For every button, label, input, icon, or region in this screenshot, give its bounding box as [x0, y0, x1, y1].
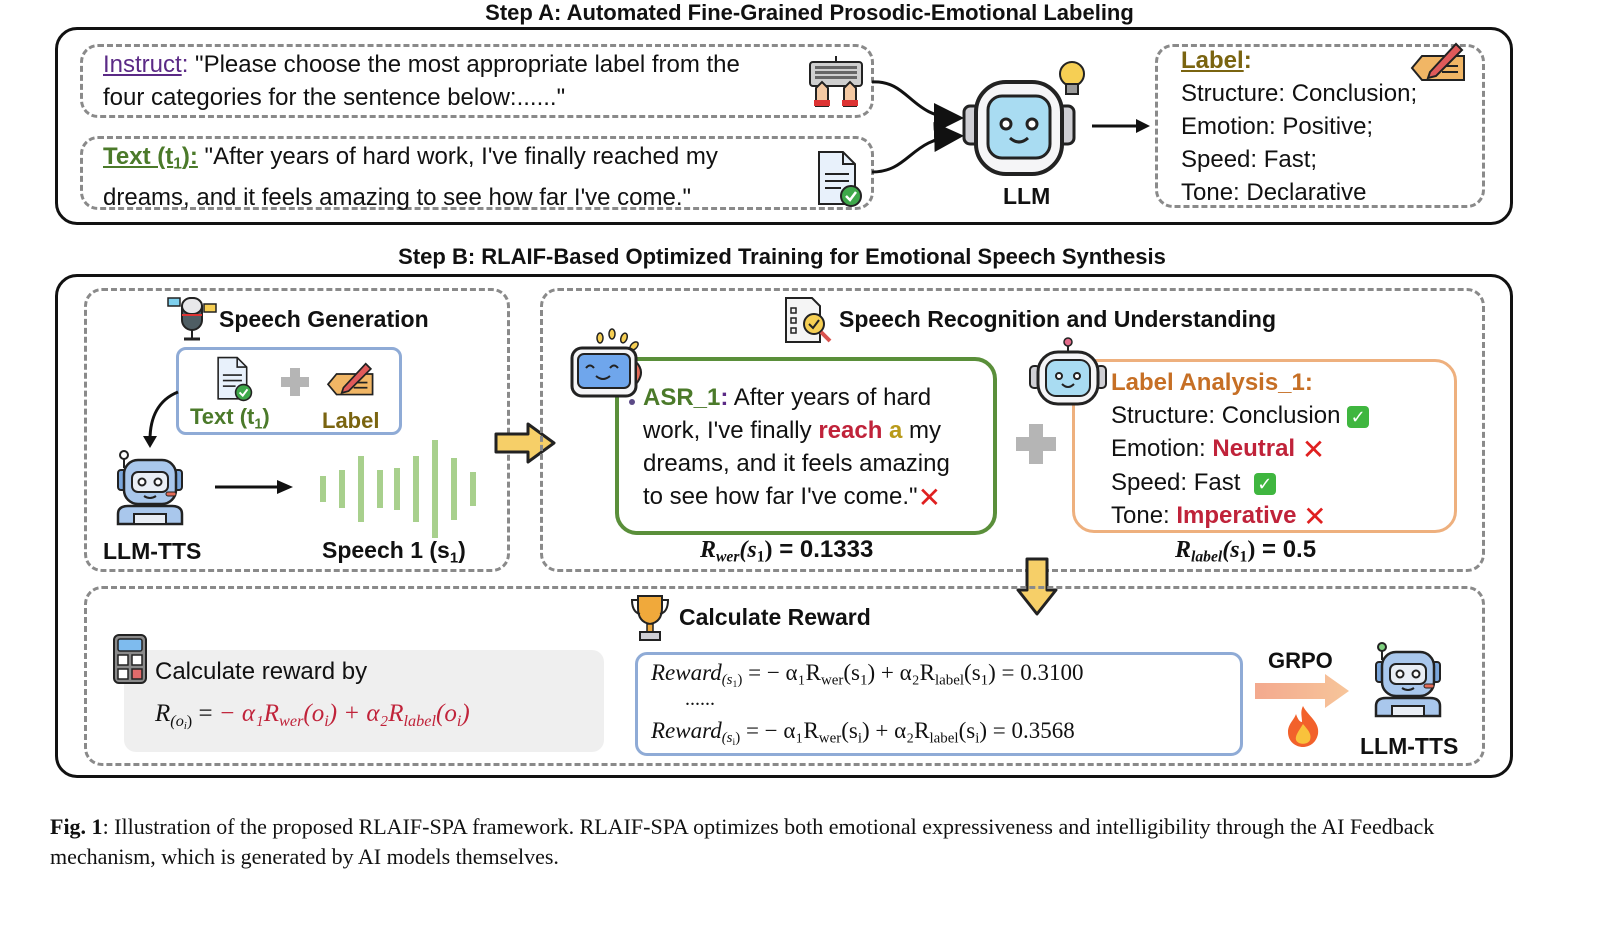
llm-tts-label: LLM-TTS	[103, 538, 202, 564]
analysis-item: Structure: Conclusion ✓	[1111, 402, 1370, 429]
plus-icon	[281, 368, 309, 396]
step-a-title: Step A: Automated Fine-Grained Prosodic-…	[485, 0, 1134, 25]
label-output-title: Label	[1181, 47, 1244, 74]
tts-to-speech-arrow	[215, 480, 293, 494]
llm-tts-robot-icon	[1374, 642, 1442, 718]
asr-line: dreams, and it feels amazing	[643, 450, 950, 477]
speech-recognition-box	[540, 288, 1485, 572]
reward-value: 0.3100	[1020, 660, 1084, 685]
document-check-icon	[818, 151, 862, 207]
label-output-line: Speed: Fast;	[1181, 146, 1318, 173]
instruct-text: Instruct: "Please choose the most approp…	[103, 48, 740, 114]
asr-text: ASR_1: After years of hard work, I've fi…	[643, 381, 950, 514]
calculate-reward-by-label: Calculate reward by	[155, 658, 368, 685]
plus-icon	[1016, 424, 1056, 464]
speech-generation-title: Speech Generation	[219, 306, 429, 332]
r-wer-score: Rwer(s1) = 0.1333	[700, 536, 874, 566]
flow-arrows-to-llm	[871, 80, 964, 174]
figure-number: Fig. 1	[50, 814, 103, 839]
label-analysis-title: Label Analysis_1:	[1111, 369, 1313, 396]
label-output-line: Structure: Conclusion;	[1181, 80, 1418, 107]
cross-icon: ✕	[917, 482, 942, 514]
label-output-colon: :	[1243, 47, 1252, 74]
reward-ellipsis: ......	[685, 688, 715, 710]
analysis-robot-icon	[1029, 337, 1107, 406]
label-output-box	[1155, 44, 1485, 208]
document-magnifier-icon	[785, 297, 832, 343]
calculate-reward-box	[84, 586, 1485, 766]
reward-row: Reward(s1) = − α₁Rwer(s1) + α₂Rlabel(s1)…	[651, 660, 1084, 691]
grpo-label: GRPO	[1268, 648, 1333, 673]
text-t1-label: Text (t1)	[190, 404, 270, 433]
speech-waveform-icon	[320, 440, 476, 538]
text-input-text: Text (t1): "After years of hard work, I'…	[103, 140, 718, 214]
check-icon: ✓	[1253, 472, 1276, 495]
analysis-item: Speed: Fast ✓	[1111, 469, 1276, 496]
asr-line: to see how far I've come."	[643, 483, 918, 510]
check-icon: ✓	[1347, 405, 1370, 428]
llm-tts-label: LLM-TTS	[1360, 733, 1459, 759]
asr-line: work, I've finally	[643, 417, 819, 444]
speech-recognition-title: Speech Recognition and Understanding	[839, 306, 1277, 332]
label-tag-pencil-icon	[326, 362, 374, 396]
reward-formula: R(oi) = − α₁Rwer(oi) + α₂Rlabel(oi)	[155, 700, 470, 733]
step-b-title: Step B: RLAIF-Based Optimized Training f…	[398, 244, 1166, 269]
analysis-item: Tone: Imperative ✕	[1111, 501, 1327, 533]
llm-tts-robot-icon	[116, 450, 184, 526]
r-label-score: Rlabel(s1) = 0.5	[1175, 536, 1317, 566]
instruct-line1: "Please choose the most appropriate labe…	[188, 51, 740, 78]
label-tag-pencil-icon	[1410, 42, 1465, 81]
calculator-icon	[113, 634, 147, 684]
reward-row: Reward(si) = − α₁Rwer(si) + α₂Rlabel(si)…	[651, 718, 1075, 749]
calculate-reward-title: Calculate Reward	[679, 604, 871, 630]
step-a-panel	[55, 27, 1513, 225]
llm-to-label-arrow	[1092, 119, 1150, 133]
label-output-line: Tone: Declarative	[1181, 179, 1367, 206]
text-line2: dreams, and it feels amazing to see how …	[103, 183, 692, 211]
cross-icon: ✕	[1301, 434, 1326, 466]
label-analysis-text: Label Analysis_1: Structure: Conclusion …	[1111, 366, 1370, 533]
asr-result-box	[615, 357, 997, 535]
curved-arrow-to-tts	[143, 390, 179, 448]
instruct-line2: four categories for the sentence below:.…	[103, 84, 566, 111]
label-label: Label	[322, 408, 380, 433]
r-label-value: 0.5	[1282, 536, 1317, 563]
instruct-label: Instruct	[103, 51, 182, 78]
reward-values-box	[635, 652, 1243, 756]
trophy-icon	[630, 595, 670, 641]
label-output-line: Emotion: Positive;	[1181, 113, 1374, 140]
llm-label: LLM	[1003, 183, 1051, 209]
reward-value: 0.3568	[1011, 718, 1075, 743]
speech-1-label: Speech 1 (s1)	[322, 537, 466, 567]
fire-icon	[1288, 706, 1319, 747]
label-output-text: Label: Structure: Conclusion; Emotion: P…	[1181, 44, 1417, 209]
asr-error-word: reach	[818, 417, 883, 444]
cross-icon: ✕	[1303, 501, 1327, 533]
label-analysis-box	[1072, 359, 1457, 533]
text-label: Text (t1):	[103, 143, 198, 173]
asr-line: my	[902, 417, 942, 444]
caption-text: : Illustration of the proposed RLAIF-SPA…	[50, 814, 1435, 869]
asr-label: ASR_1	[643, 384, 721, 411]
asr-line: After years of hard	[728, 384, 932, 411]
reward-formula-box	[124, 650, 604, 752]
grpo-arrow	[1255, 674, 1349, 708]
asr-colon: :	[720, 384, 729, 411]
figure-caption: Fig. 1: Illustration of the proposed RLA…	[50, 812, 1530, 872]
speech-generation-box	[84, 288, 510, 572]
microphone-icon	[167, 297, 217, 341]
analysis-item: Emotion: Neutral ✕	[1111, 434, 1326, 466]
asr-robot-icon	[570, 328, 642, 405]
step-b-panel	[55, 274, 1513, 778]
text-line1: "After years of hard work, I've finally …	[197, 143, 718, 170]
instruct-colon: :	[181, 51, 189, 78]
llm-robot-icon	[962, 61, 1085, 176]
asr-error-word: a	[882, 417, 903, 444]
keyboard-typing-icon	[809, 56, 863, 107]
r-wer-value: 0.1333	[799, 536, 874, 563]
document-check-icon	[217, 356, 253, 402]
